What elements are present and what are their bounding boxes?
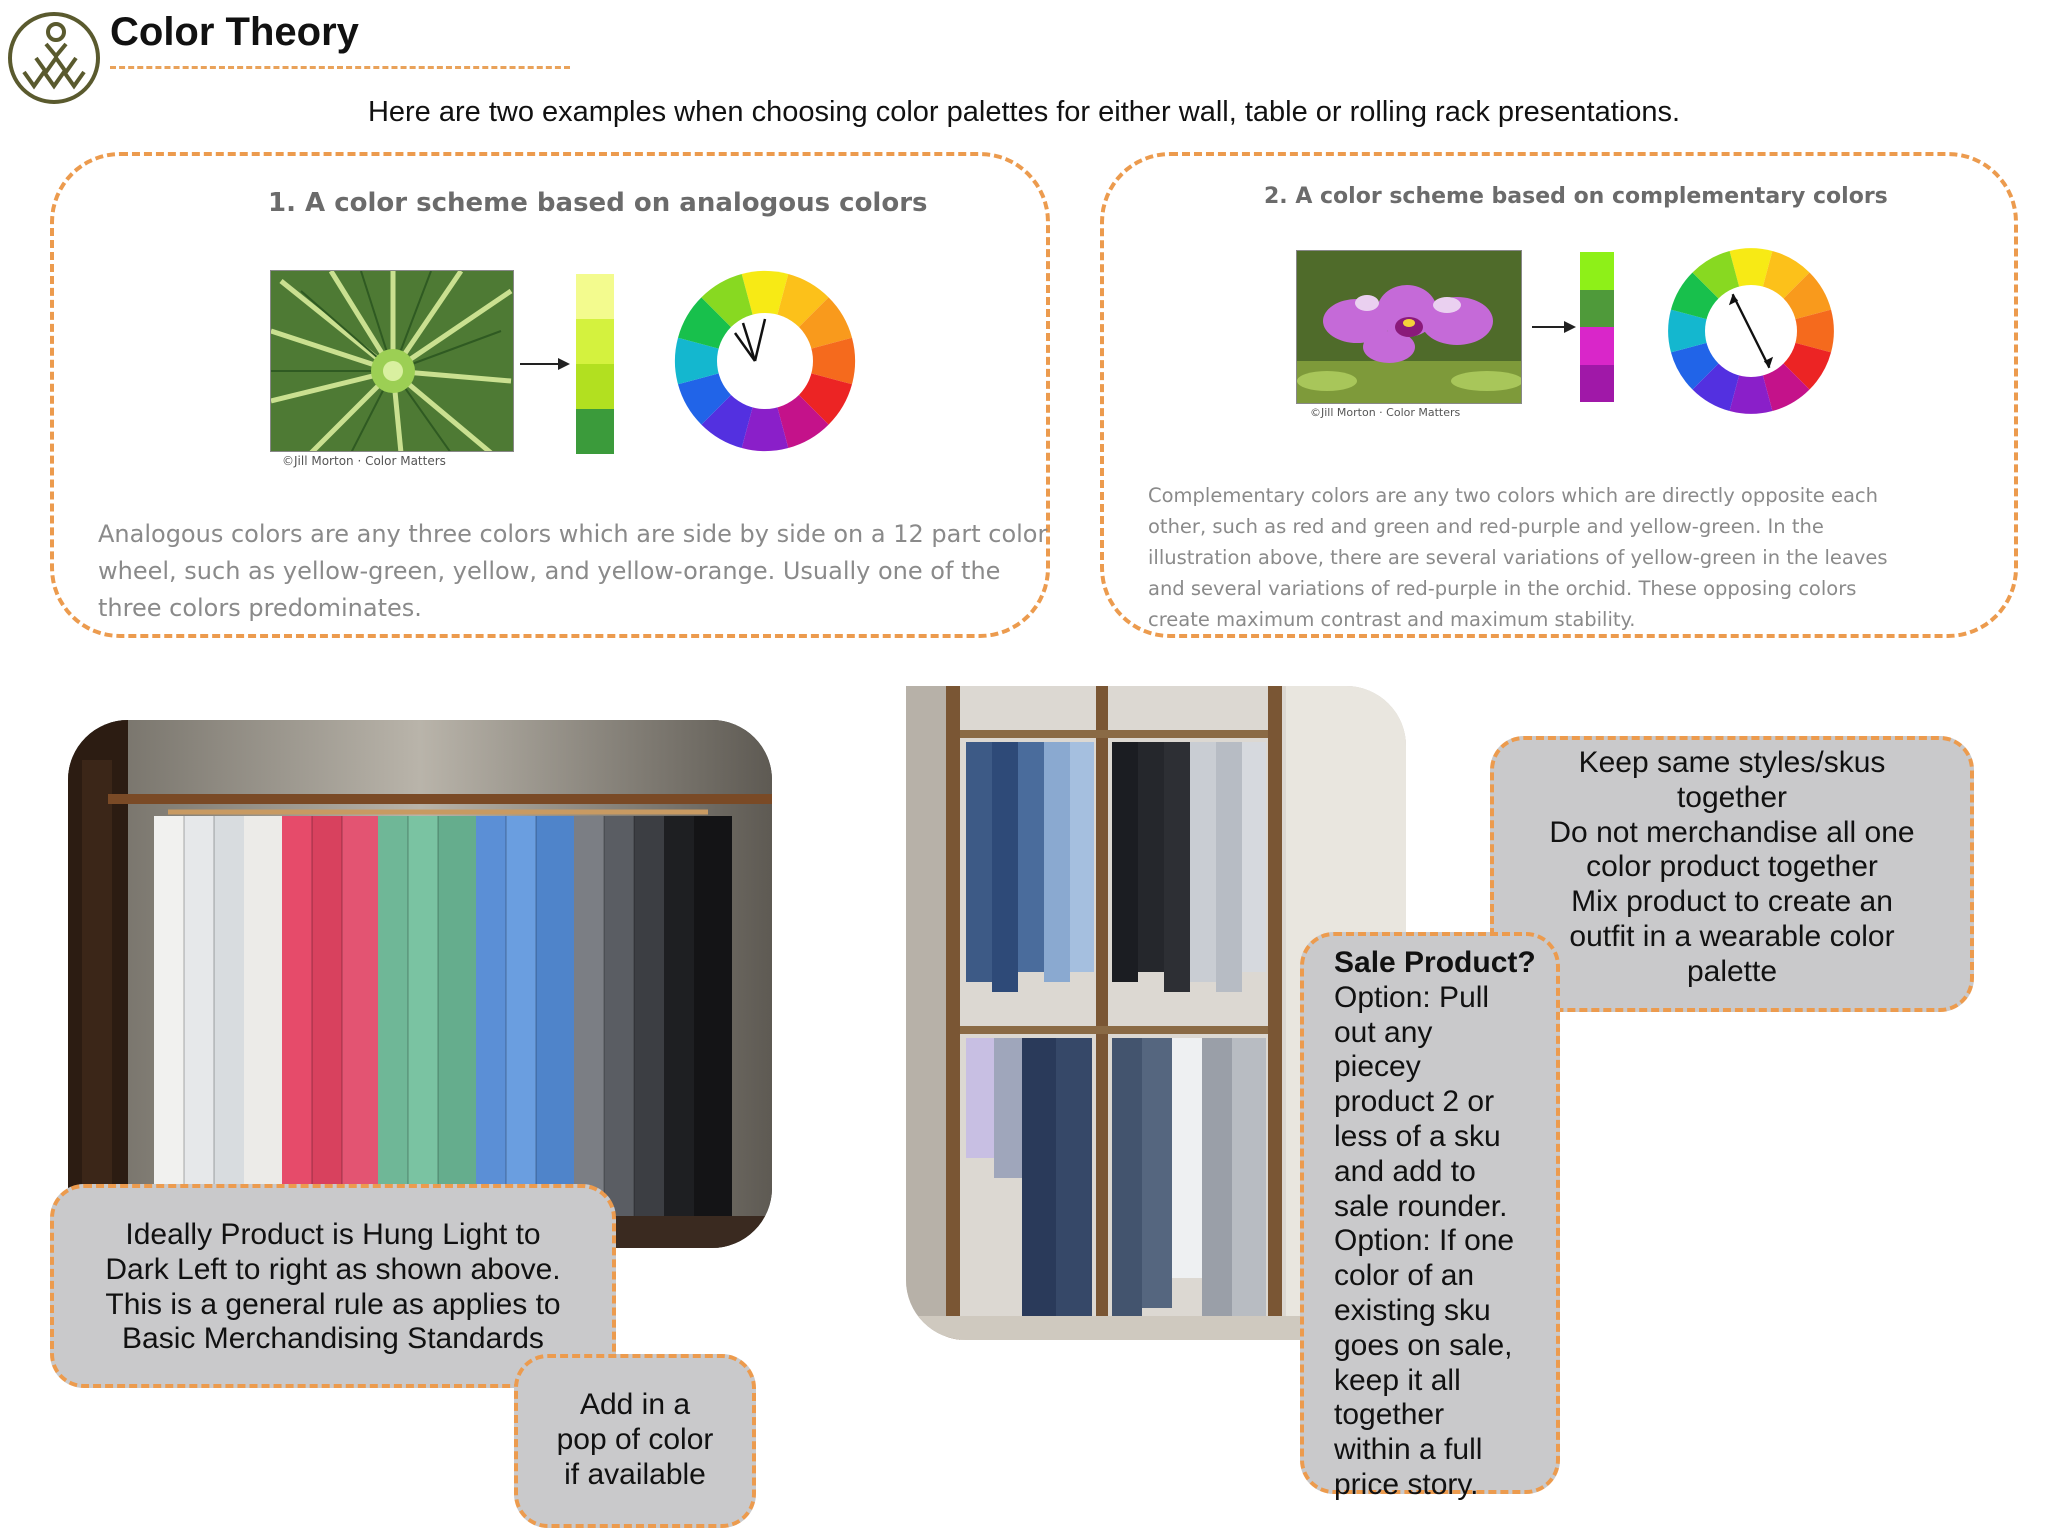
sale-product-callout: Sale Product? Option: Pull out any piece…	[1300, 932, 1560, 1501]
sale-line-3: piecey	[1334, 1050, 1421, 1084]
callout-hung-line-1: Ideally Product is Hung Light to	[125, 1218, 541, 1251]
callout-pop-line-1: Add in a	[579, 1388, 691, 1421]
sale-line-7: sale rounder.	[1334, 1189, 1508, 1223]
complementary-photo-credit: ©Jill Morton · Color Matters	[1310, 406, 1461, 419]
analogous-swatches	[576, 274, 614, 454]
sale-line-6: and add to	[1334, 1154, 1476, 1188]
analogous-heading: 1. A color scheme based on analogous col…	[268, 188, 928, 218]
brand-logo-icon	[8, 12, 100, 104]
callout-hung-line-2: Dark Left to right as shown above.	[105, 1252, 561, 1286]
right-arrow-icon	[520, 358, 570, 370]
styles-skus-callout: Keep same styles/skus together Do not me…	[1490, 736, 1974, 1012]
sale-line-8: Option: If one	[1334, 1224, 1515, 1258]
callout-skus-line-1: Keep same styles/skus	[1578, 746, 1886, 779]
analogous-photo-credit: ©Jill Morton · Color Matters	[282, 454, 446, 468]
sale-line-11: goes on sale,	[1334, 1328, 1513, 1362]
callout-skus-line-6: outfit in a wearable color	[1569, 919, 1895, 953]
sale-line-12: keep it all	[1334, 1363, 1461, 1397]
light-to-dark-callout: Ideally Product is Hung Light to Dark Le…	[50, 1184, 616, 1388]
closet-display-photo	[906, 686, 1406, 1340]
title-divider	[110, 66, 570, 69]
sale-line-2: out any	[1334, 1015, 1433, 1049]
callout-pop-line-3: if available	[564, 1457, 706, 1491]
complementary-line-4: and several variations of red-purple in …	[1148, 577, 1857, 600]
analogous-line-1: Analogous colors are any three colors wh…	[98, 520, 1048, 548]
complementary-line-2: other, such as red and green and red-pur…	[1148, 515, 1824, 538]
callout-pop-line-2: pop of color	[556, 1422, 714, 1456]
complementary-swatches	[1580, 252, 1614, 402]
sale-callout-title: Sale Product?	[1334, 946, 1536, 979]
analogous-line-3: three colors predominates.	[98, 594, 422, 622]
complementary-line-1: Complementary colors are any two colors …	[1148, 484, 1878, 507]
color-wheel-icon	[674, 270, 856, 452]
clothing-rack-photo	[68, 720, 772, 1248]
page-title: Color Theory	[110, 10, 359, 54]
sale-line-15: price story.	[1334, 1467, 1479, 1501]
sale-line-14: within a full	[1334, 1433, 1483, 1467]
color-wheel-icon	[1668, 248, 1834, 414]
pop-of-color-callout: Add in a pop of color if available	[514, 1354, 756, 1528]
complementary-heading: 2. A color scheme based on complementary…	[1264, 184, 1888, 209]
sale-line-5: less of a sku	[1334, 1119, 1501, 1153]
complementary-description: Complementary colors are any two colors …	[1148, 480, 1888, 635]
right-arrow-icon	[1532, 321, 1576, 333]
analogous-description: Analogous colors are any three colors wh…	[98, 516, 1047, 627]
analogous-panel: 1. A color scheme based on analogous col…	[50, 152, 1050, 638]
sale-line-4: product 2 or	[1334, 1085, 1495, 1119]
complementary-panel: 2. A color scheme based on complementary…	[1100, 152, 2018, 638]
analogous-line-2: wheel, such as yellow-green, yellow, and…	[98, 557, 1001, 585]
complementary-line-3: illustration above, there are several va…	[1148, 546, 1888, 569]
bromeliad-leaf-photo	[270, 270, 514, 452]
sale-line-10: existing sku	[1334, 1293, 1491, 1327]
sale-line-13: together	[1334, 1398, 1445, 1432]
callout-skus-line-7: palette	[1686, 954, 1778, 988]
callout-skus-line-5: Mix product to create an	[1571, 885, 1893, 919]
orchid-photo	[1296, 250, 1522, 404]
complementary-line-5: create maximum contrast and maximum stab…	[1148, 608, 1636, 631]
sale-line-9: color of an	[1334, 1259, 1475, 1293]
sale-line-1: Option: Pull	[1334, 980, 1490, 1014]
callout-skus-line-3: Do not merchandise all one	[1549, 815, 1915, 849]
callout-skus-line-4: color product together	[1586, 850, 1878, 884]
callout-skus-line-2: together	[1676, 780, 1788, 814]
callout-hung-line-4: Basic Merchandising Standards	[122, 1322, 544, 1356]
callout-hung-line-3: This is a general rule as applies to	[105, 1287, 561, 1321]
intro-text: Here are two examples when choosing colo…	[367, 96, 1681, 128]
